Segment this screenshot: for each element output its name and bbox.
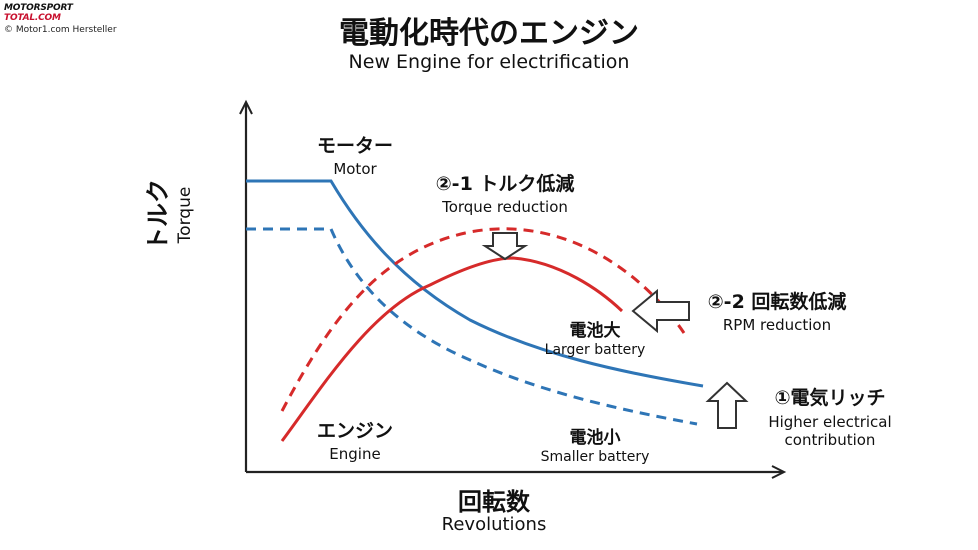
motor-curve-larger-battery <box>246 179 704 388</box>
electrical-contribution-en-1: Higher electrical <box>768 413 892 431</box>
logo-line-2: TOTAL.COM <box>4 13 61 23</box>
y-axis-title-jp: トルク <box>144 179 172 251</box>
larger-battery-en: Larger battery <box>544 342 646 358</box>
electrical-contribution-jp: ①電気リッチ <box>774 387 886 409</box>
x-axis-arrowhead <box>771 465 787 479</box>
motor-curve-smaller-battery <box>246 227 698 426</box>
larger-battery-label: 電池大 Larger battery <box>532 316 658 358</box>
rpm-reduction-jp: ②-2 回転数低減 <box>707 291 847 313</box>
engine-label: エンジン Engine <box>300 416 410 463</box>
engine-curve-solid <box>280 256 624 442</box>
title-japanese: 電動化時代のエンジン <box>339 16 639 51</box>
logo-line-1: MOTORSPORT <box>4 3 73 13</box>
rpm-reduction-label: ②-2 回転数低減 RPM reduction <box>692 287 862 334</box>
engine-curve-dashed <box>280 227 686 412</box>
larger-battery-jp: 電池大 <box>569 321 621 341</box>
x-axis-title-jp: 回転数 <box>458 488 530 516</box>
electrical-contribution-label: ①電気リッチ Higher electrical contribution <box>750 383 910 449</box>
arrow-left-icon <box>631 288 690 334</box>
smaller-battery-jp: 電池小 <box>569 428 621 448</box>
rpm-reduction-en: RPM reduction <box>722 316 832 334</box>
x-axis-title-en: Revolutions <box>441 514 547 535</box>
torque-reduction-jp: ②-1 トルク低減 <box>435 173 575 195</box>
y-axis-title-en: Torque <box>175 186 195 244</box>
motor-label-en: Motor <box>333 160 377 178</box>
smaller-battery-en: Smaller battery <box>540 449 650 465</box>
motor-label-jp: モーター <box>316 135 393 157</box>
image-credit: © Motor1.com Hersteller <box>4 25 117 35</box>
y-axis-arrowhead <box>239 99 253 115</box>
motor-label: モーター Motor <box>300 131 410 178</box>
electrical-contribution-en-2: contribution <box>784 431 876 449</box>
y-axis-title: トルク Torque <box>138 140 208 290</box>
torque-reduction-label: ②-1 トルク低減 Torque reduction <box>405 169 605 216</box>
engine-label-jp: エンジン <box>316 420 393 442</box>
source-logo: MOTORSPORT TOTAL.COM <box>4 3 134 23</box>
engine-label-en: Engine <box>329 445 381 463</box>
title-english: New Engine for electrification <box>348 51 630 73</box>
arrow-down-icon <box>481 232 529 261</box>
smaller-battery-label: 電池小 Smaller battery <box>530 423 660 465</box>
torque-reduction-en: Torque reduction <box>442 198 568 216</box>
arrow-up-icon <box>705 381 749 429</box>
